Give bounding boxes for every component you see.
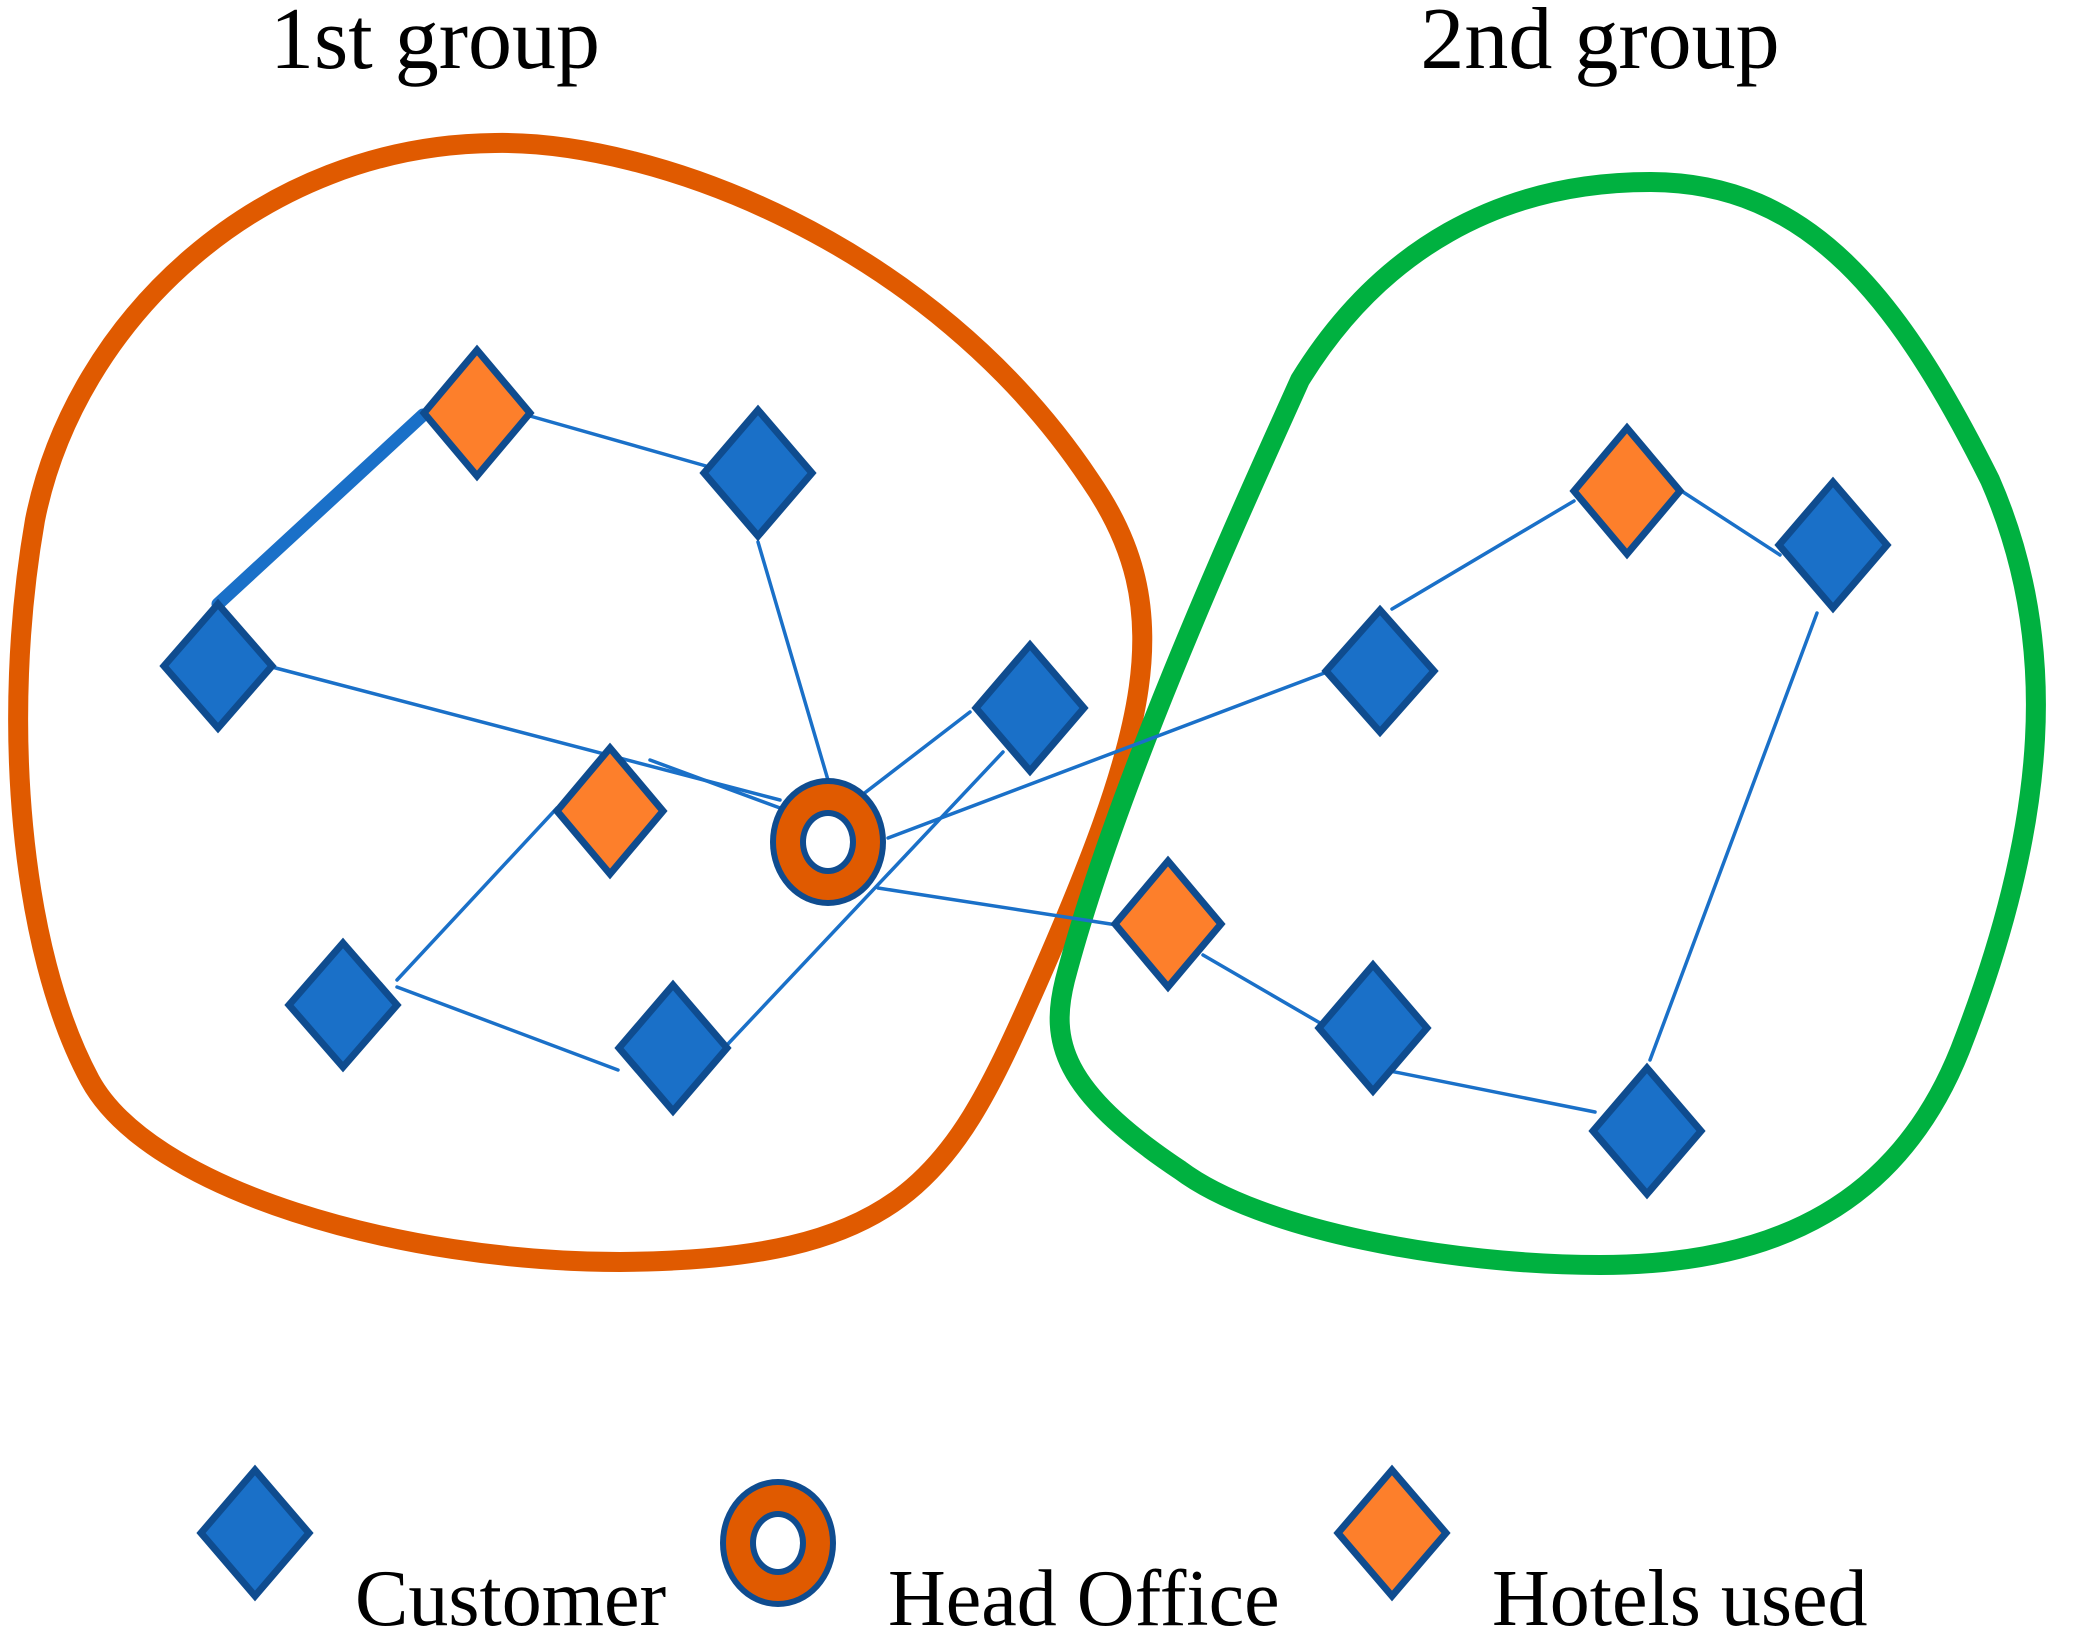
route-edge: [648, 758, 782, 810]
customer-node: [614, 979, 732, 1117]
customer-node: [971, 639, 1089, 777]
orange-diamond-icon: [1333, 1464, 1451, 1602]
hotel-node: [1569, 422, 1685, 560]
customer-node: [699, 404, 817, 542]
head-office-node: [770, 778, 886, 906]
route-edge: [1678, 488, 1782, 557]
customer-node: [159, 598, 277, 734]
group1-title: 1st group: [270, 0, 600, 88]
route-edges: [211, 408, 1819, 1114]
route-edge: [395, 806, 559, 982]
route-edge: [876, 886, 1119, 927]
group2-title: 2nd group: [1420, 0, 1779, 88]
route-edge: [528, 414, 708, 468]
customer-node: [1774, 476, 1892, 614]
hotel-nodes: [419, 344, 1685, 993]
customer-node: [1321, 604, 1439, 738]
route-edge: [860, 710, 972, 797]
group2-boundary: [1049, 172, 2046, 1275]
ring-icon: [720, 1479, 836, 1607]
route-edge: [1390, 499, 1576, 611]
legend-hotels-used-label: Hotels used: [1492, 1555, 1868, 1638]
route-edge: [886, 670, 1329, 840]
route-edge: [395, 985, 620, 1072]
route-edge: [756, 540, 830, 782]
route-edge: [1648, 611, 1819, 1062]
customer-node: [1314, 959, 1432, 1097]
hotel-node: [419, 344, 535, 482]
legend-customer-label: Customer: [355, 1555, 666, 1638]
route-edge: [211, 408, 430, 611]
route-edge: [1201, 953, 1322, 1025]
blue-diamond-icon: [196, 1464, 314, 1602]
customer-nodes: [159, 404, 1892, 1200]
hotel-node: [1110, 855, 1226, 993]
customer-node: [1588, 1062, 1706, 1200]
legend: Customer Head Office Hotels used: [196, 1464, 1868, 1638]
route-edge: [725, 750, 1005, 1047]
route-edge: [1383, 1068, 1597, 1114]
group1-boundary: [8, 132, 1153, 1272]
legend-head-office-label: Head Office: [888, 1555, 1280, 1638]
customer-node: [284, 937, 402, 1073]
hotel-node: [552, 742, 668, 880]
